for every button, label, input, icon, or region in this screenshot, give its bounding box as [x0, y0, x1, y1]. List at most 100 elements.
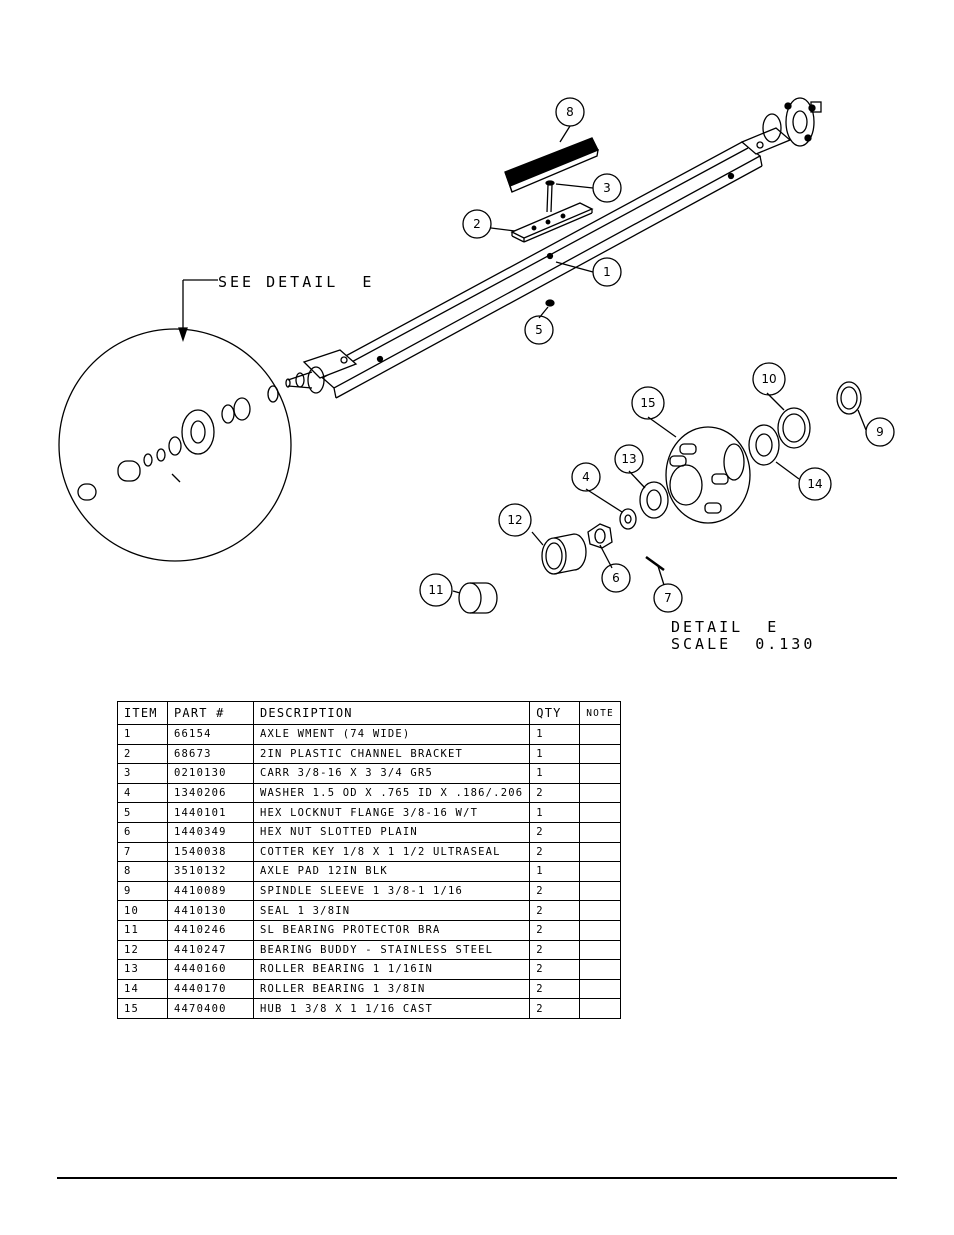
cell-part: 4470400 [167, 998, 254, 1019]
callout-3: 3 [603, 181, 611, 195]
cell-note [579, 821, 621, 843]
cell-description: SL BEARING PROTECTOR BRA [252, 919, 531, 941]
cell-note [579, 959, 621, 980]
cell-note [579, 880, 621, 902]
cell-qty: 1 [529, 743, 581, 765]
cell-description: SPINDLE SLEEVE 1 3/8-1 1/16 [252, 880, 531, 902]
cell-item: 3 [117, 763, 168, 784]
detail-e-parts [458, 381, 862, 614]
cell-description: WASHER 1.5 OD X .765 ID X .186/.206 [252, 782, 531, 804]
cell-note [579, 939, 621, 961]
detail-circle [58, 279, 292, 562]
carriage-bolt [545, 180, 555, 213]
cell-description: AXLE WMENT (74 WIDE) [252, 724, 531, 745]
cell-part: 1340206 [167, 782, 254, 804]
cell-part: 1440349 [167, 821, 254, 843]
callout-10: 10 [761, 372, 776, 386]
cell-item: 10 [117, 900, 168, 921]
cell-description: AXLE PAD 12IN BLK [252, 861, 531, 882]
cell-part: 4410247 [167, 939, 254, 961]
cell-description: 2IN PLASTIC CHANNEL BRACKET [252, 743, 531, 765]
cell-item: 15 [117, 998, 168, 1019]
cell-part: 4410246 [167, 919, 254, 941]
cell-item: 2 [117, 743, 168, 765]
cell-part: 4410130 [167, 900, 254, 921]
detail-scale: SCALE 0.130 [671, 635, 815, 653]
cell-description: HEX LOCKNUT FLANGE 3/8-16 W/T [252, 802, 531, 823]
cell-item: 8 [117, 861, 168, 882]
cell-item: 11 [117, 919, 168, 941]
callout-5: 5 [535, 323, 543, 337]
locknut [545, 299, 555, 307]
cell-qty: 1 [529, 861, 581, 882]
cell-qty: 2 [529, 998, 581, 1019]
cell-item: 6 [117, 821, 168, 843]
cell-note [579, 861, 621, 882]
cell-qty: 2 [529, 900, 581, 921]
header-item: ITEM [117, 701, 168, 725]
cell-note [579, 978, 621, 1000]
header-note: NOTE [579, 701, 621, 725]
callout-12: 12 [507, 513, 522, 527]
cell-description: HUB 1 3/8 X 1 1/16 CAST [252, 998, 531, 1019]
cell-note [579, 802, 621, 823]
cell-note [579, 900, 621, 921]
callout-7: 7 [664, 591, 672, 605]
callout-numbers: 1 2 3 4 5 6 7 8 9 10 11 12 13 14 15 [428, 105, 883, 605]
callout-9: 9 [876, 425, 884, 439]
cell-part: 3510132 [167, 861, 254, 882]
cell-qty: 2 [529, 978, 581, 1000]
callout-14: 14 [807, 477, 822, 491]
cell-item: 9 [117, 880, 168, 902]
cell-qty: 2 [529, 841, 581, 863]
callout-13: 13 [621, 452, 636, 466]
cell-part: 4440170 [167, 978, 254, 1000]
header-qty: QTY [529, 701, 581, 725]
cell-item: 1 [117, 724, 168, 745]
cell-part: 66154 [167, 724, 254, 745]
cell-description: BEARING BUDDY - STAINLESS STEEL [252, 939, 531, 961]
cell-qty: 2 [529, 919, 581, 941]
cell-description: SEAL 1 3/8IN [252, 900, 531, 921]
cell-part: 4440160 [167, 959, 254, 980]
exploded-axle-drawing: 1 2 3 4 5 6 7 8 9 10 11 12 13 14 15 SEE … [58, 97, 895, 653]
callout-4: 4 [582, 470, 590, 484]
cell-part: 1540038 [167, 841, 254, 863]
callout-6: 6 [612, 571, 620, 585]
cell-qty: 1 [529, 763, 581, 784]
cell-description: COTTER KEY 1/8 X 1 1/2 ULTRASEAL [252, 841, 531, 863]
callout-1: 1 [603, 265, 611, 279]
cell-part: 0210130 [167, 763, 254, 784]
cell-item: 14 [117, 978, 168, 1000]
cell-note [579, 841, 621, 863]
axle-tube [285, 97, 822, 399]
cell-note [579, 724, 621, 745]
cell-description: ROLLER BEARING 1 1/16IN [252, 959, 531, 980]
cell-item: 7 [117, 841, 168, 863]
detail-title: DETAIL E [671, 618, 779, 636]
cell-qty: 2 [529, 939, 581, 961]
see-detail-label: SEE DETAIL E [218, 273, 374, 291]
axle-pad [504, 137, 599, 193]
channel-bracket [510, 202, 594, 243]
cell-description: ROLLER BEARING 1 3/8IN [252, 978, 531, 1000]
cell-qty: 2 [529, 880, 581, 902]
cell-qty: 2 [529, 821, 581, 843]
callout-balloons [419, 97, 895, 613]
header-description: DESCRIPTION [252, 701, 531, 725]
cell-note [579, 919, 621, 941]
cell-qty: 2 [529, 959, 581, 980]
